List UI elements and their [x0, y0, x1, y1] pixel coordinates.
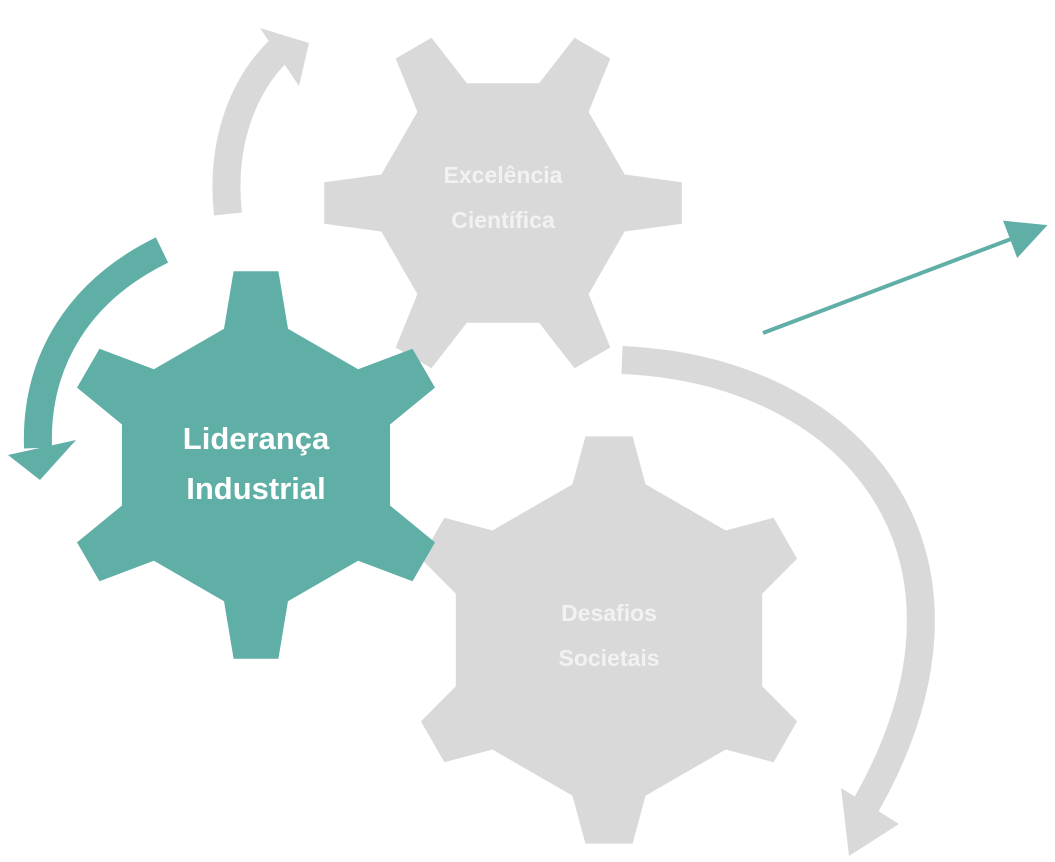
- cycle-arrow-right: [621, 346, 935, 856]
- gear-industrial-line1: Liderança: [183, 421, 330, 456]
- gear-societal-line1: Desafios: [561, 600, 657, 626]
- gear-industrial-line2: Industrial: [186, 471, 326, 506]
- gear-societal: Desafios Societais: [420, 436, 798, 844]
- gear-industrial: Liderança Industrial: [77, 271, 435, 659]
- cycle-arrow-top: [212, 28, 309, 216]
- gear-scientific: Excelência Científica: [324, 37, 682, 369]
- cycle-arrow-left: [8, 237, 169, 480]
- gear-scientific-line2: Científica: [451, 207, 555, 233]
- gear-societal-line2: Societais: [559, 645, 660, 671]
- pointer-arrow: [762, 220, 1048, 335]
- gear-scientific-line1: Excelência: [444, 162, 563, 188]
